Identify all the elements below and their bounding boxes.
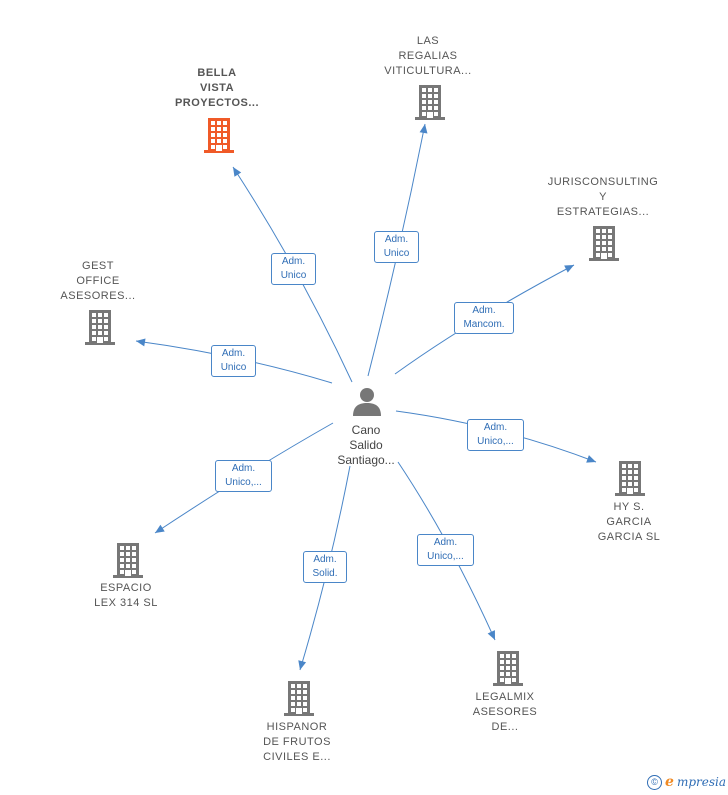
role-line: Adm. <box>313 554 337 565</box>
brand-logo-text: mpresia <box>676 775 726 789</box>
arrowhead <box>136 338 146 347</box>
company-label-bella-vista[interactable]: BELLA VISTA PROYECTOS... <box>147 66 287 111</box>
role-line: Adm. <box>221 348 246 359</box>
company-name-line: GARCIA SL <box>597 531 661 543</box>
role-badge-hy-s-garcia[interactable]: Adm. Unico,... <box>467 419 524 451</box>
role-badge-espacio-lex[interactable]: Adm. Unico,... <box>215 460 272 492</box>
arrowhead <box>487 630 495 640</box>
brand-logo-e: e <box>665 774 674 790</box>
arrowhead <box>564 265 574 273</box>
company-label-gest-office[interactable]: GEST OFFICE ASESORES... <box>28 259 168 304</box>
role-line: Unico,... <box>477 436 514 447</box>
company-name-line: CIVILES E... <box>263 751 331 763</box>
role-line: Adm. <box>281 256 306 267</box>
company-name-line: LAS <box>416 35 440 47</box>
arrowhead <box>419 124 428 134</box>
building-icon[interactable] <box>588 225 620 261</box>
company-name-line: OFFICE <box>76 275 120 287</box>
role-badge-bella-vista[interactable]: Adm. Unico <box>271 253 316 285</box>
person-name-line: Santiago... <box>337 453 395 467</box>
company-name-line: GARCIA <box>606 516 652 528</box>
role-line: Unico,... <box>225 477 262 488</box>
building-icon[interactable] <box>84 309 116 345</box>
role-line: Mancom. <box>463 319 505 330</box>
company-label-legalmix[interactable]: LEGALMIX ASESORES DE... <box>435 690 575 735</box>
arrowhead <box>233 167 242 177</box>
company-name-line: HY S. <box>613 501 645 513</box>
copyright-icon: © <box>647 774 663 790</box>
role-line: Unico <box>383 248 410 259</box>
arrowhead <box>298 660 307 670</box>
building-icon[interactable] <box>614 460 646 496</box>
company-name-line: Y <box>599 191 607 203</box>
company-name-line: ESTRATEGIAS... <box>556 206 650 218</box>
company-name-line: LEX 314 SL <box>94 597 158 609</box>
building-icon[interactable] <box>203 117 235 153</box>
company-name-line: ESPACIO <box>100 582 152 594</box>
company-label-hy-s-garcia[interactable]: HY S. GARCIA GARCIA SL <box>559 500 699 545</box>
building-icon[interactable] <box>283 680 315 716</box>
role-line: Adm. <box>231 463 256 474</box>
company-name-line: BELLA <box>197 67 237 79</box>
company-name-line: JURISCONSULTING <box>547 176 659 188</box>
company-name-line: ASESORES <box>472 706 538 718</box>
role-line: Unico <box>220 362 247 373</box>
role-badge-las-regalias[interactable]: Adm. Unico <box>374 231 419 263</box>
role-badge-hispanor[interactable]: Adm. Solid. <box>303 551 347 583</box>
company-name-line: REGALIAS <box>398 50 458 62</box>
role-line: Adm. <box>384 234 409 245</box>
company-name-line: DE... <box>491 721 519 733</box>
company-name-line: ASESORES... <box>60 290 136 302</box>
company-name-line: PROYECTOS... <box>174 97 260 109</box>
company-name-line: DE FRUTOS <box>263 736 331 748</box>
company-label-espacio-lex[interactable]: ESPACIO LEX 314 SL <box>56 581 196 611</box>
role-line: Adm. <box>433 537 458 548</box>
company-name-line: VITICULTURA... <box>384 65 472 77</box>
person-name-line: Cano <box>351 423 381 437</box>
company-label-jurisconsulting[interactable]: JURISCONSULTING Y ESTRATEGIAS... <box>533 175 673 220</box>
role-badge-jurisconsulting[interactable]: Adm. Mancom. <box>454 302 514 334</box>
person-icon[interactable] <box>351 386 383 418</box>
center-person-name[interactable]: Cano Salido Santiago... <box>306 423 426 468</box>
role-line: Unico <box>280 270 307 281</box>
company-name-line: HISPANOR <box>266 721 328 733</box>
role-line: Adm. <box>483 422 508 433</box>
arrowhead <box>155 524 165 533</box>
arrowhead <box>586 455 596 463</box>
company-name-line: VISTA <box>199 82 235 94</box>
company-label-hispanor[interactable]: HISPANOR DE FRUTOS CIVILES E... <box>227 720 367 765</box>
role-line: Solid. <box>312 568 338 579</box>
company-name-line: GEST <box>82 260 114 272</box>
role-line: Adm. <box>472 305 496 316</box>
building-icon[interactable] <box>492 650 524 686</box>
role-line: Unico,... <box>427 551 464 562</box>
company-label-las-regalias[interactable]: LAS REGALIAS VITICULTURA... <box>358 34 498 79</box>
role-badge-gest-office[interactable]: Adm. Unico <box>211 345 256 377</box>
person-name-line: Salido <box>349 438 383 452</box>
building-icon[interactable] <box>112 542 144 578</box>
company-name-line: LEGALMIX <box>475 691 535 703</box>
building-icon[interactable] <box>414 84 446 120</box>
role-badge-legalmix[interactable]: Adm. Unico,... <box>417 534 474 566</box>
